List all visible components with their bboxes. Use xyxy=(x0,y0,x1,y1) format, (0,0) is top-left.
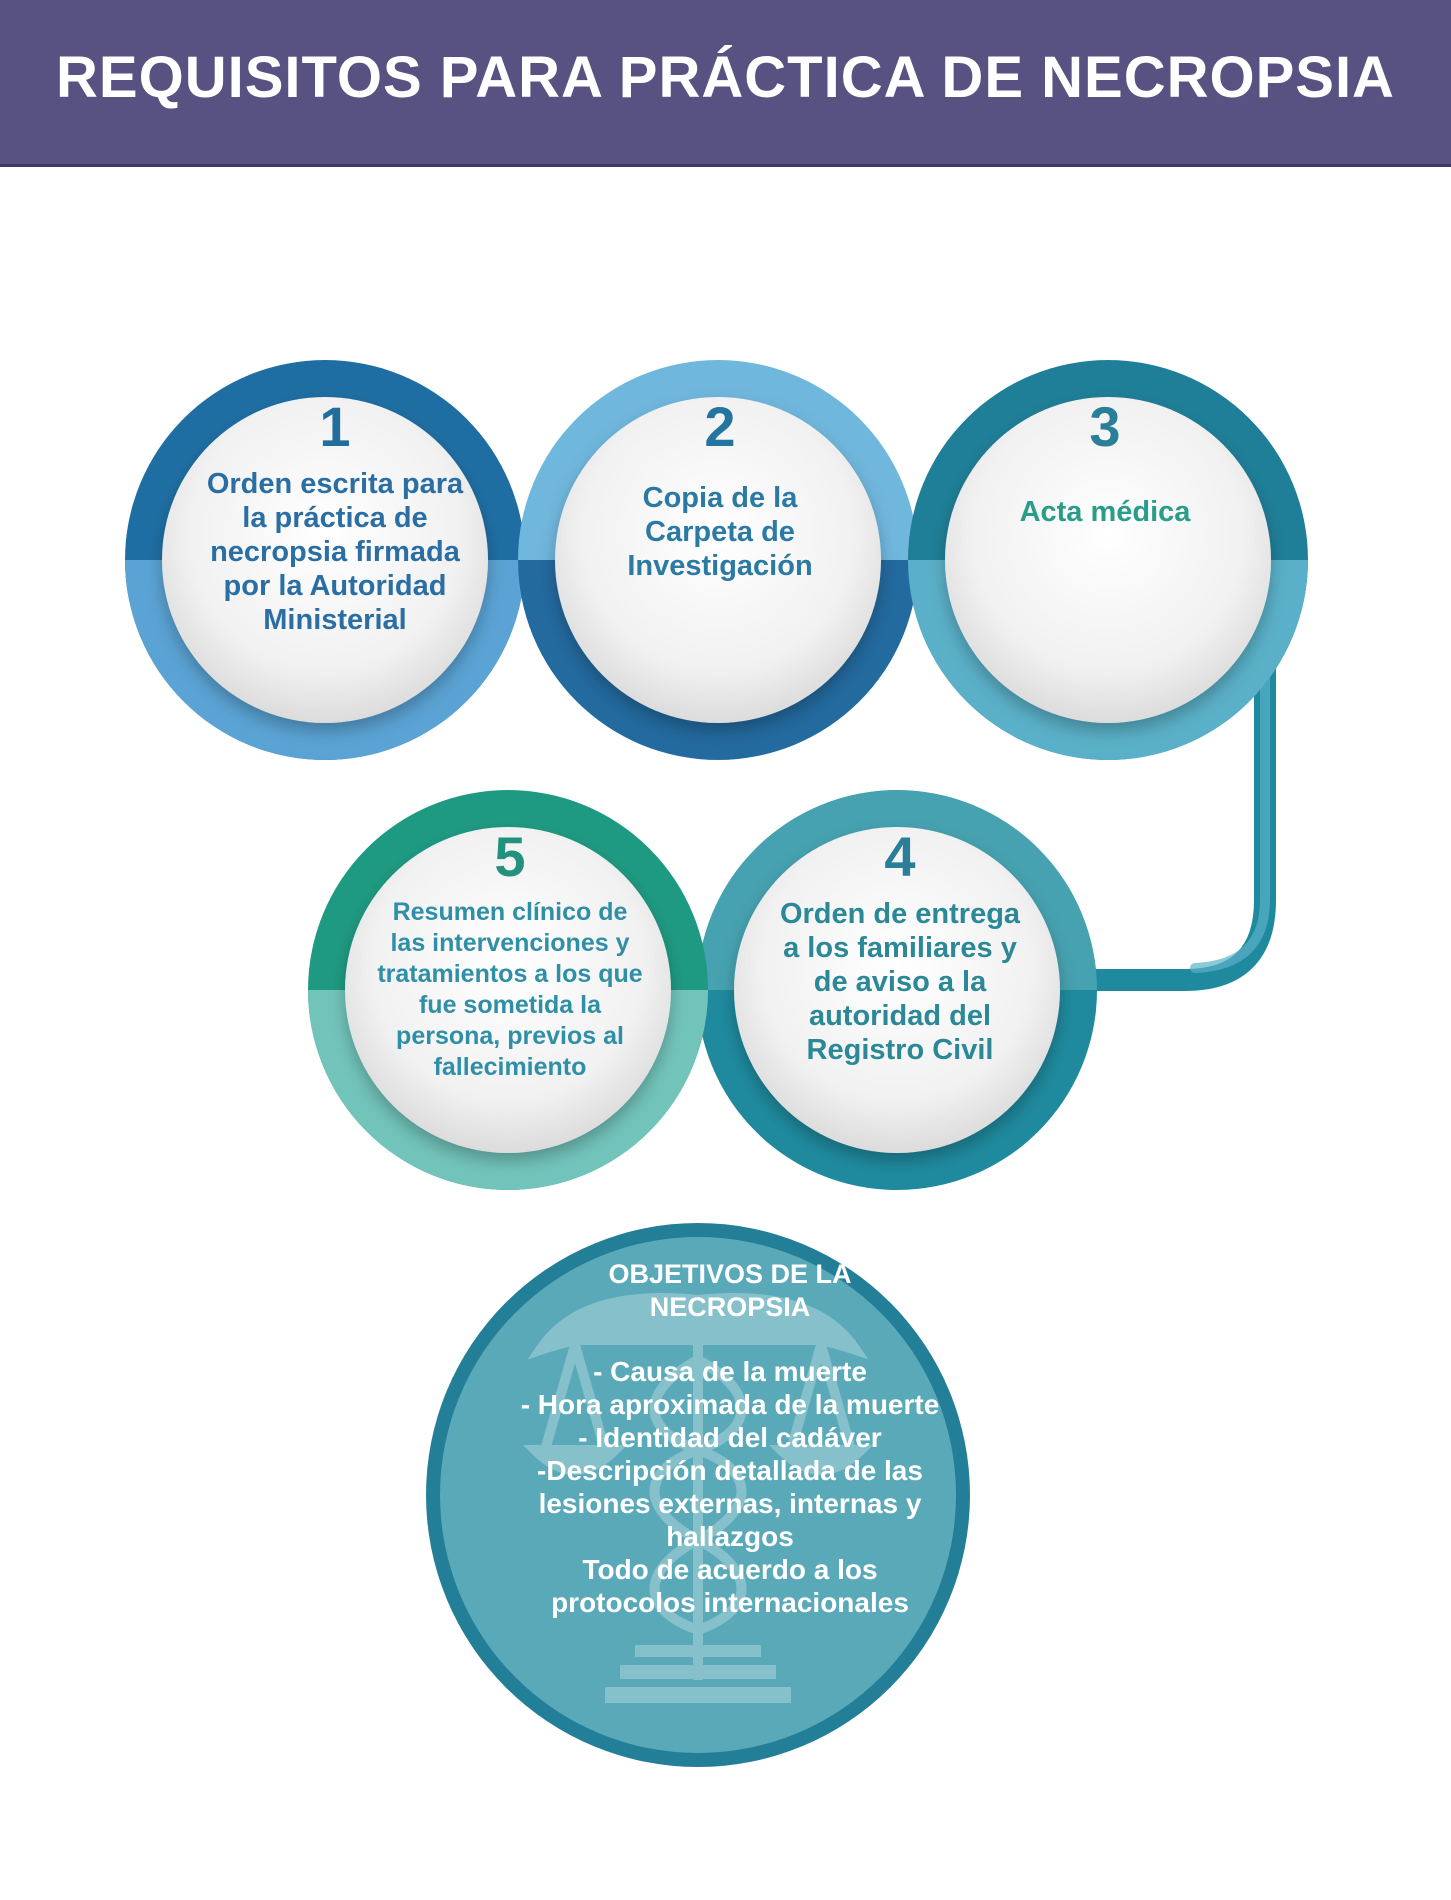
objectives-circle xyxy=(426,1223,970,1767)
objectives-list: - Causa de la muerte - Hora aproximada d… xyxy=(470,1355,990,1619)
step-5-disc xyxy=(345,827,671,1153)
step-1-disc xyxy=(162,397,488,723)
step-3-number: 3 xyxy=(1089,395,1121,458)
connector-path-highlight xyxy=(1190,635,1270,973)
step-1-number: 1 xyxy=(319,395,351,458)
step-3-label: Acta médica xyxy=(1019,496,1191,528)
step-3-ring xyxy=(908,360,1308,760)
step-4-label: Orden de entrega a los familiares y de a… xyxy=(779,898,1021,1066)
step-2-number: 2 xyxy=(704,395,736,458)
caduceus-scales-icon xyxy=(522,1293,874,1703)
objectives-title: OBJETIVOS DE LA NECROPSIA xyxy=(608,1259,852,1322)
step-1-ring xyxy=(125,360,525,760)
step-4-number: 4 xyxy=(884,825,916,888)
step-4-disc xyxy=(734,827,1060,1153)
step-5: 5 Resumen clínico de las intervenciones … xyxy=(350,825,670,1083)
objective-item: - Causa de la muerte xyxy=(593,1356,867,1387)
objective-item: - Hora aproximada de la muerte xyxy=(520,1389,940,1420)
step-5-ring xyxy=(308,790,708,1190)
objective-item: -Descripción detallada de las lesiones e… xyxy=(537,1455,923,1552)
step-4: 4 Orden de entrega a los familiares y de… xyxy=(740,825,1060,1067)
step-5-number: 5 xyxy=(494,825,526,888)
step-5-label: Resumen clínico de las intervenciones y … xyxy=(377,898,643,1081)
objective-item: - Identidad del cadáver xyxy=(578,1422,882,1453)
objectives-block: OBJETIVOS DE LA NECROPSIA - Causa de la … xyxy=(470,1258,990,1619)
step-2-ring xyxy=(518,360,918,760)
step-2-label: Copia de la Carpeta de Investigación xyxy=(627,482,813,582)
step-2: 2 Copia de la Carpeta de Investigación xyxy=(565,395,875,583)
header-banner: REQUISITOS PARA PRÁCTICA DE NECROPSIA xyxy=(0,0,1451,167)
page-title: REQUISITOS PARA PRÁCTICA DE NECROPSIA xyxy=(56,44,1395,110)
step-1: 1 Orden escrita para la práctica de necr… xyxy=(175,395,495,637)
step-4-ring xyxy=(697,790,1097,1190)
step-2-disc xyxy=(555,397,881,723)
objective-item: Todo de acuerdo a los protocolos interna… xyxy=(551,1554,909,1618)
step-3: 3 Acta médica xyxy=(955,395,1255,529)
step-1-label: Orden escrita para la práctica de necrop… xyxy=(206,468,464,636)
step-3-disc xyxy=(945,397,1271,723)
